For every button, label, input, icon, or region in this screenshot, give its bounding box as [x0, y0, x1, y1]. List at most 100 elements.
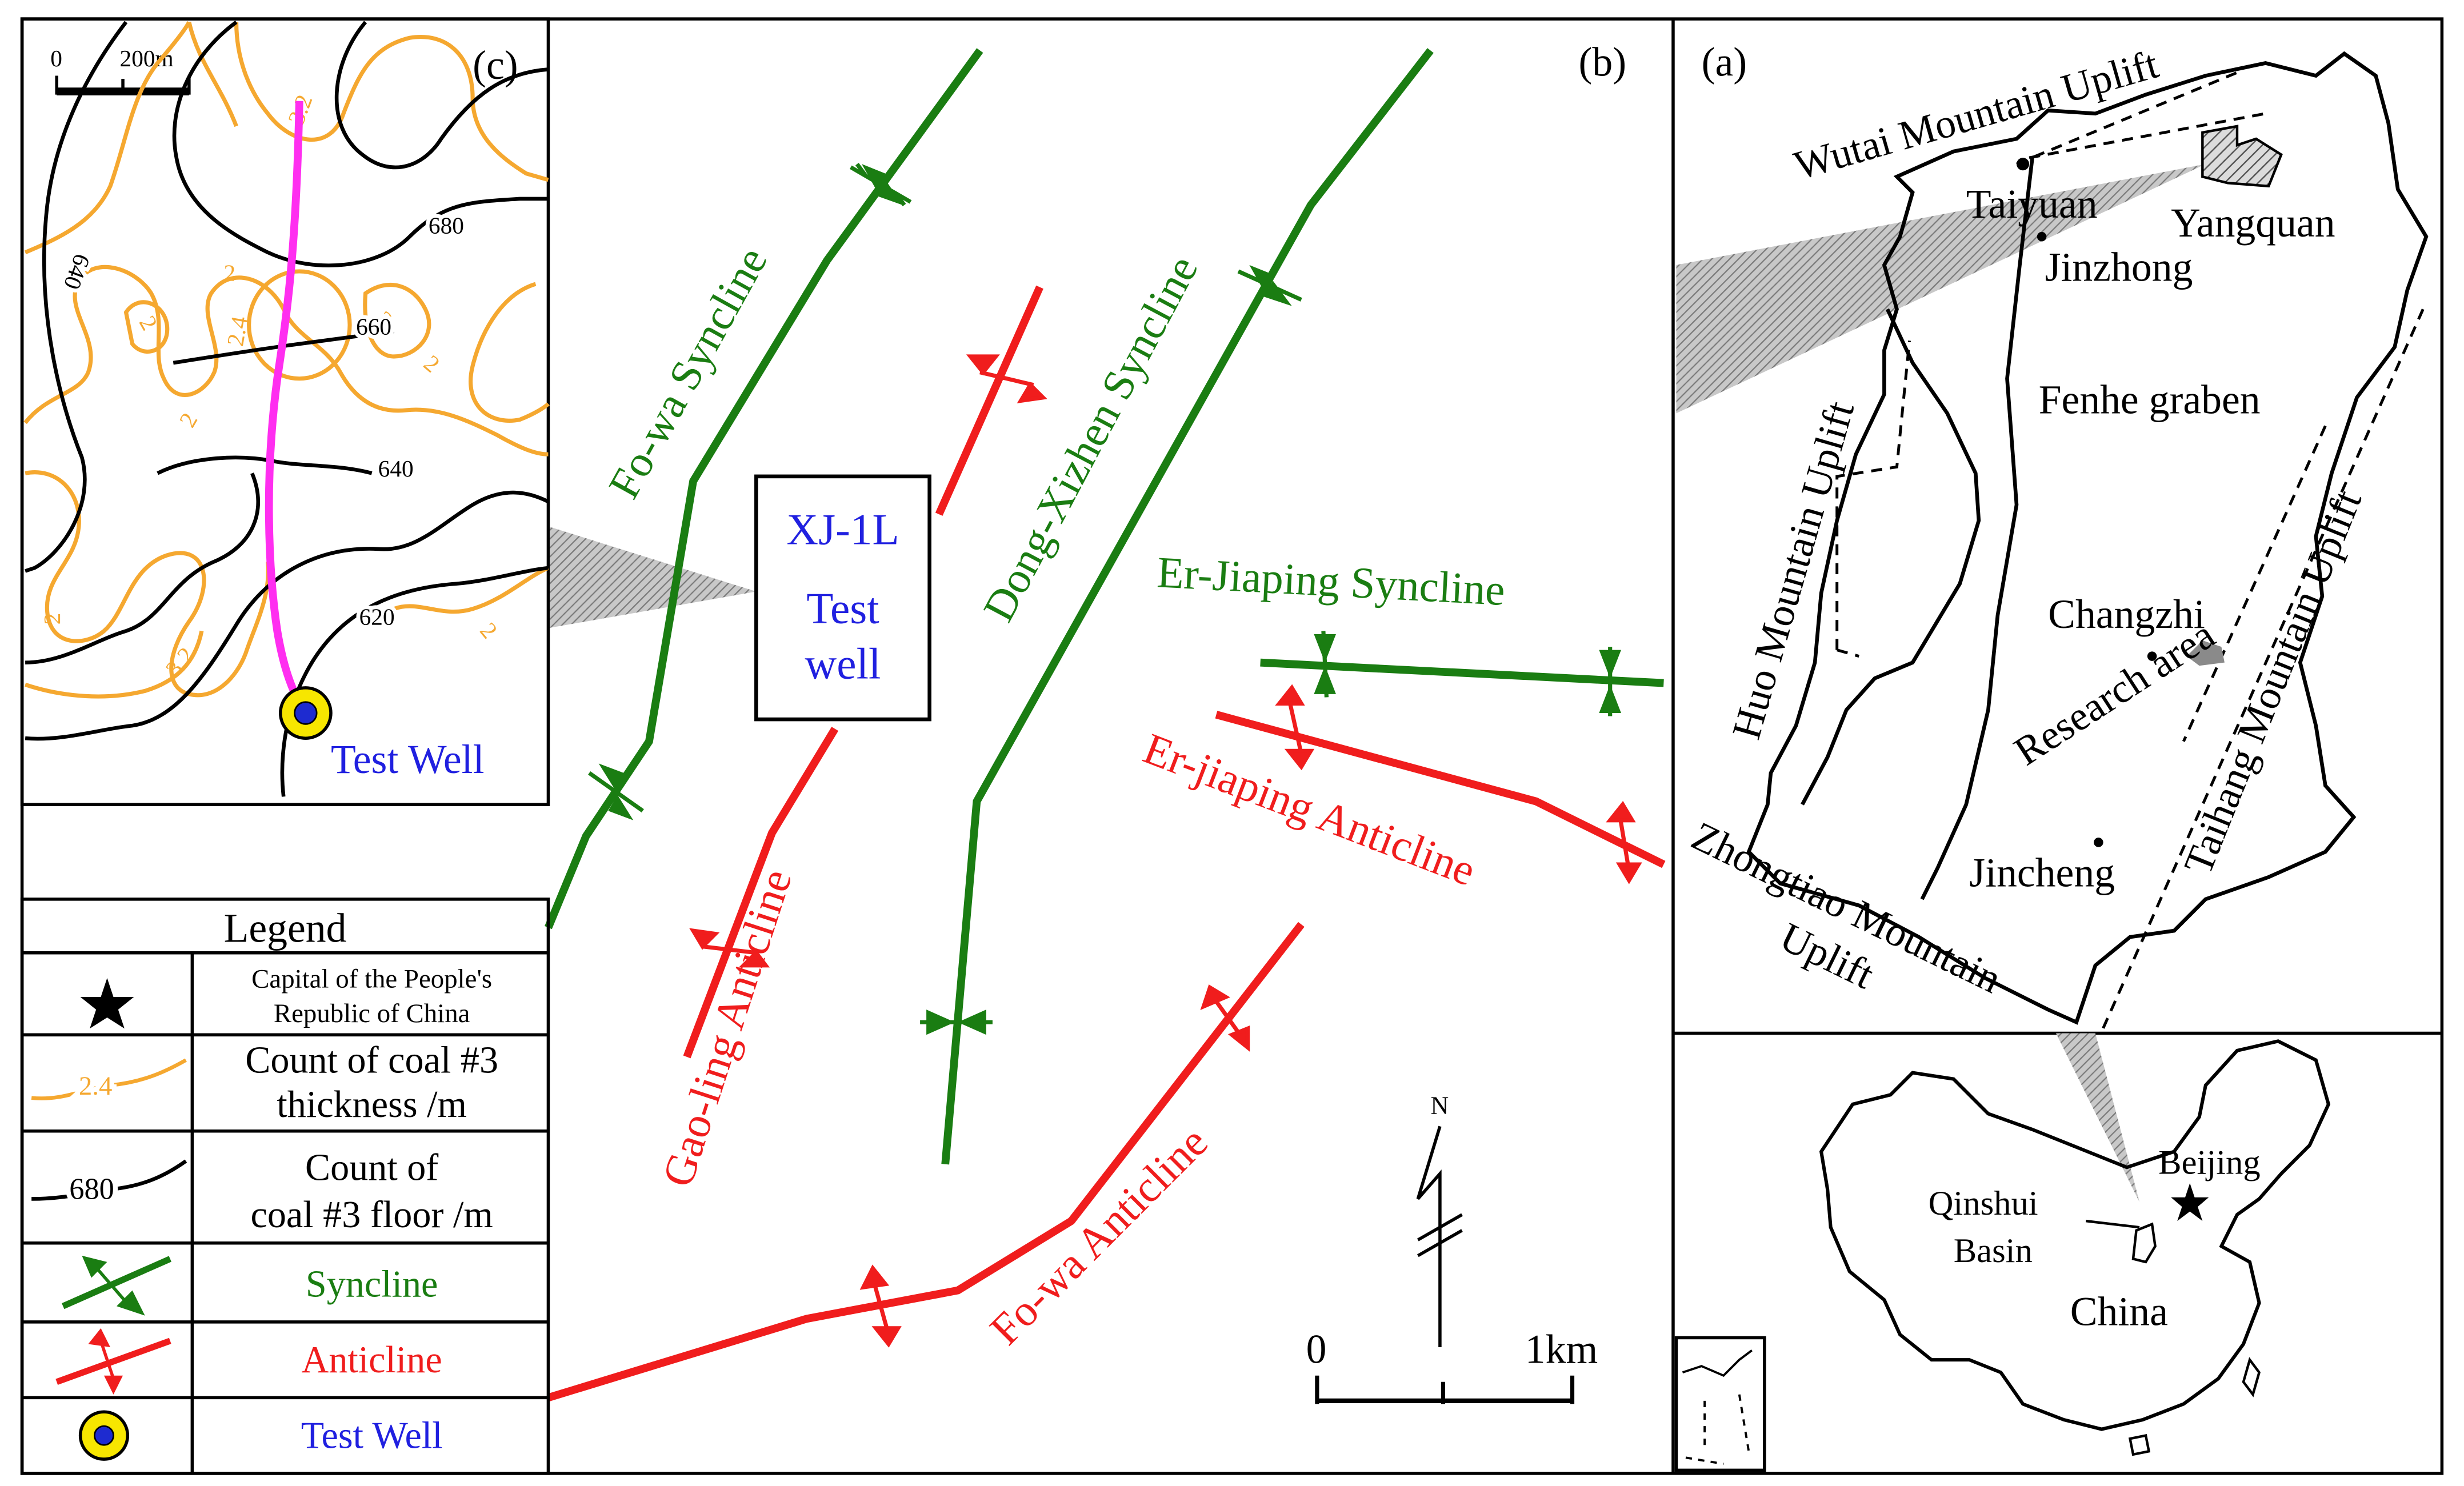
svg-text:2: 2 [475, 618, 502, 643]
fenhe-graben-boundary [1801, 157, 2034, 900]
research-area-patch [2186, 640, 2225, 666]
fowa-syncline-trace [545, 48, 983, 930]
south-china-sea-inset [1674, 1336, 1766, 1472]
legend-syncline-symbol [62, 1255, 171, 1316]
xj1l-callout-box: XJ-1L Test well [754, 474, 931, 722]
erjiaping-syncline-trace [1260, 658, 1664, 687]
china-inset: Beijing Qinshui Basin China [1674, 1039, 2331, 1472]
legend-anticline-label: Anticline [302, 1339, 442, 1381]
svg-text:680: 680 [429, 213, 464, 239]
taiwan-island [2242, 1357, 2261, 1397]
legend-thickness-line1: Count of coal #3 [245, 1040, 498, 1082]
yangquan-area [2201, 125, 2283, 188]
xj1l-title: XJ-1L [786, 505, 899, 554]
qinshui-label-1: Qinshui [1929, 1184, 2038, 1223]
svg-text:640: 640 [378, 455, 414, 482]
legend: Legend Capital of the People's Republic … [20, 898, 550, 1475]
panel-b-scale-start: 0 [1306, 1327, 1327, 1372]
erjiaping-syncline-label: Er-Jiaping Syncline [1156, 547, 1506, 615]
qinshui-leader [2086, 1219, 2140, 1229]
syncline-traces [545, 48, 1664, 1165]
legend-capital-line1: Capital of the People's [251, 964, 492, 994]
xj1l-line1: Test [806, 584, 879, 633]
horizontal-well-trajectory [265, 101, 309, 715]
beijing-star [2171, 1183, 2209, 1221]
legend-anticline-symbol [55, 1328, 171, 1395]
changzhi-label: Changzhi [2048, 591, 2205, 637]
panel-c: (c) 0 200m 3.2 2 2 2.4 [23, 20, 550, 797]
legend-capital-line2: Republic of China [274, 999, 470, 1028]
qinshui-label-2: Basin [1954, 1232, 2033, 1270]
svg-text:660: 660 [356, 313, 391, 339]
legend-floor-line1: Count of [305, 1147, 439, 1188]
legend-test-well-label: Test Well [301, 1415, 443, 1457]
panel-b-label: (b) [1579, 39, 1627, 85]
gaoling-anticline-label: Gao-ling Anticline [653, 863, 801, 1192]
north-arrow: N [1416, 1091, 1463, 1348]
wutai-uplift-label: Wutai Mountain Uplift [1789, 41, 2163, 189]
anticline-symbols [689, 354, 1642, 1348]
syncline-arrowheads [598, 164, 1621, 1035]
svg-text:620: 620 [359, 603, 395, 630]
figure-frames [20, 17, 2444, 1475]
jincheng-label: Jincheng [1969, 850, 2115, 896]
anticline-traces [547, 285, 1666, 1401]
legend-capital-star [80, 978, 134, 1029]
panel-c-scale-bar: 0 200m [50, 45, 191, 96]
fowa-anticline-label: Fo-wa Anticline [981, 1117, 1217, 1354]
panel-c-scale-end: 200m [120, 45, 174, 71]
svg-text:2: 2 [419, 350, 445, 378]
coal-thickness-contours [23, 21, 550, 699]
svg-text:2.4: 2.4 [222, 314, 253, 348]
xj1l-line2: well [805, 639, 881, 688]
panel-b-scale-end: 1km [1525, 1327, 1598, 1372]
shanxi-province-outline [1746, 51, 2429, 1025]
panel-a: (a) Wutai Mountain Uplift Taiyuan Yangqu… [1685, 39, 2429, 1032]
svg-text:2: 2 [174, 408, 202, 432]
china-outline [1819, 1039, 2331, 1431]
projection-wedge-inset [2055, 1033, 2140, 1202]
legend-syncline-label: Syncline [306, 1264, 438, 1305]
fenhe-graben-label: Fenhe graben [2039, 376, 2261, 422]
svg-text:2: 2 [223, 259, 235, 286]
legend-floor-line2: coal #3 floor /m [250, 1194, 493, 1236]
coal-floor-contour-labels: 680 660 640 620 640 [55, 209, 468, 634]
svg-text:640: 640 [59, 251, 95, 293]
shanxi-in-china [2131, 1222, 2157, 1264]
dongxizhen-syncline-trace [941, 48, 1434, 1165]
panel-b: (b) [545, 39, 1666, 1404]
panel-c-label: (c) [473, 42, 518, 88]
yangquan-label: Yangquan [2171, 200, 2335, 246]
north-label: N [1430, 1091, 1449, 1119]
city-markers [2017, 158, 2157, 847]
legend-thickness-symbol: 2.4 [31, 1058, 187, 1106]
test-well-icon [278, 686, 333, 740]
gaoling-anticline-trace [683, 727, 839, 1059]
test-well-label-c: Test Well [331, 736, 485, 782]
legend-title: Legend [224, 905, 347, 951]
svg-text:680: 680 [69, 1172, 114, 1205]
china-label: China [2070, 1288, 2168, 1334]
beijing-label: Beijing [2158, 1143, 2261, 1181]
legend-test-well-symbol [78, 1410, 130, 1461]
panel-b-scale-bar: 0 1km [1306, 1327, 1598, 1404]
erjiaping-anticline-trace [1215, 711, 1666, 868]
legend-floor-symbol: 680 [31, 1159, 187, 1211]
projection-wedge-c [550, 527, 757, 628]
jinzhong-label: Jinzhong [2045, 244, 2193, 290]
taiyuan-label: Taiyuan [1966, 181, 2098, 227]
hainan-island [2128, 1434, 2151, 1456]
legend-thickness-line2: thickness /m [277, 1084, 467, 1125]
panel-a-label: (a) [1702, 39, 1747, 85]
uplift-boundaries [1835, 71, 2425, 1032]
northern-anticline-trace [935, 285, 1043, 516]
panel-c-scale-start: 0 [50, 45, 62, 71]
svg-text:2.4: 2.4 [79, 1071, 113, 1101]
huo-uplift-label: Huo Mountain Uplift [1723, 396, 1863, 744]
svg-text:2: 2 [39, 613, 65, 625]
svg-text:3.2: 3.2 [160, 642, 199, 682]
fowa-syncline-label: Fo-wa Syncline [599, 239, 777, 506]
fowa-anticline-trace [547, 922, 1305, 1401]
taihang-uplift-label: Taihang Mountain Uplift [2175, 484, 2370, 880]
